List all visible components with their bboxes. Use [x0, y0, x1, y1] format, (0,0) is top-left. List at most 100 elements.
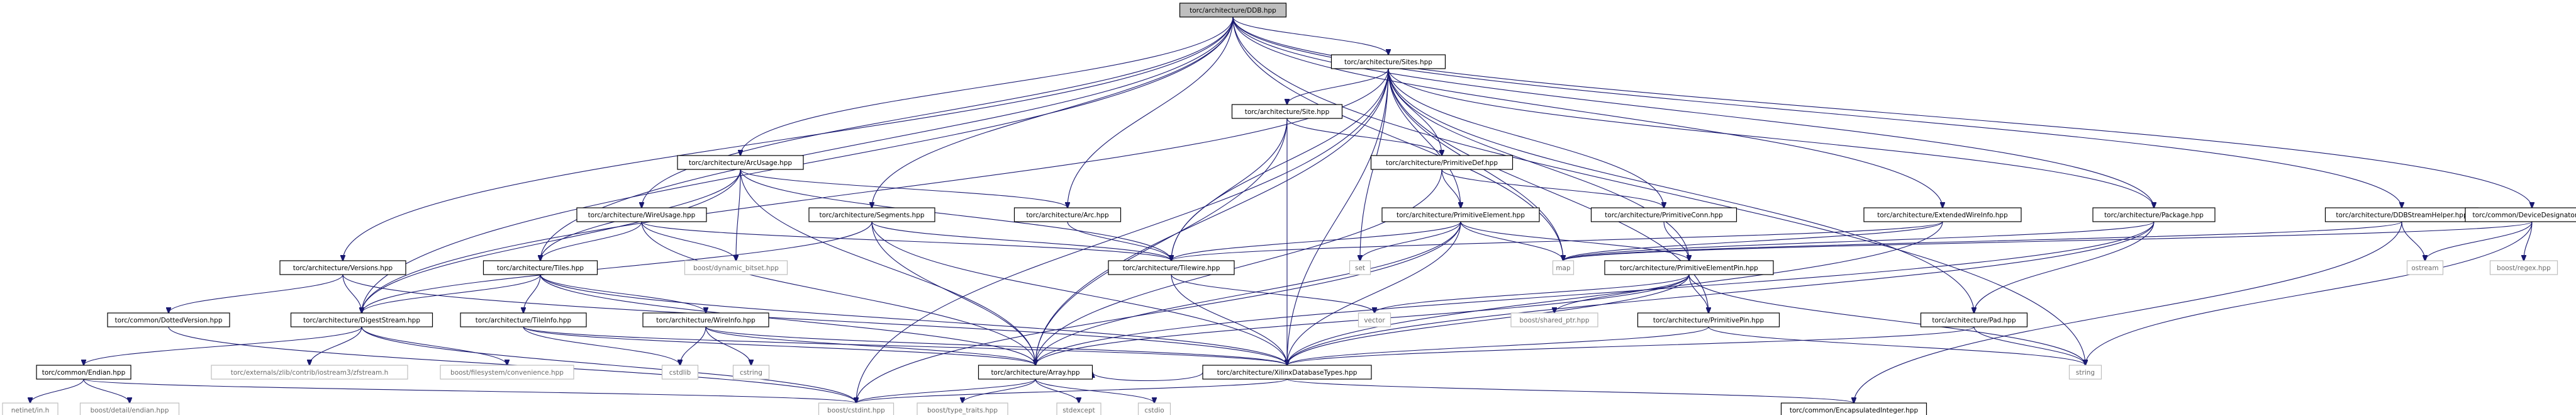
node-site[interactable]: torc/architecture/Site.hpp: [1231, 104, 1343, 119]
edge-devdes-to-map: [1563, 221, 2533, 261]
edge-tileinfo-to-cstdlib: [523, 326, 680, 365]
edge-segments-to-xdbtypes: [871, 221, 1287, 365]
edge-digest-to-cstdint: [361, 326, 856, 403]
node-pad[interactable]: torc/architecture/Pad.hpp: [1920, 312, 2028, 327]
node-extwire[interactable]: torc/architecture/ExtendedWireInfo.hpp: [1863, 207, 2022, 222]
node-wireusage[interactable]: torc/architecture/WireUsage.hpp: [576, 207, 707, 222]
edge-sites-to-primconn: [1388, 68, 1664, 208]
node-box: [1381, 207, 1540, 222]
node-tiles[interactable]: torc/architecture/Tiles.hpp: [482, 260, 598, 275]
node-label: cstring: [740, 369, 762, 377]
node-label: torc/architecture/PrimitiveElement.hpp: [1397, 212, 1525, 219]
edge-primdef-to-primelem: [1441, 169, 1461, 208]
node-box: [107, 312, 230, 327]
edge-tiles-to-wireinfo: [540, 274, 706, 313]
node-label: torc/architecture/PrimitivePin.hpp: [1653, 317, 1765, 324]
node-encint[interactable]: torc/common/EncapsulatedInteger.hpp: [1780, 402, 1927, 415]
node-typetraits: boost/type_traits.hpp: [917, 402, 1008, 415]
node-sites[interactable]: torc/architecture/Sites.hpp: [1330, 54, 1446, 69]
edge-ddb-to-arcusage: [740, 16, 1234, 156]
edge-devdes-to-string: [2085, 221, 2533, 365]
node-versions[interactable]: torc/architecture/Versions.hpp: [279, 260, 406, 275]
node-box: [642, 312, 769, 327]
node-label: cstdio: [1144, 407, 1164, 414]
node-tilewire[interactable]: torc/architecture/Tilewire.hpp: [1108, 260, 1235, 275]
node-primelempin[interactable]: torc/architecture/PrimitiveElementPin.hp…: [1604, 260, 1774, 275]
node-box: [1370, 155, 1514, 170]
node-box: [1590, 207, 1737, 222]
node-box: [1920, 312, 2028, 327]
node-box: [2092, 207, 2216, 222]
edge-tileinfo-to-xdbtypes: [523, 326, 1287, 365]
edge-primelem-to-xdbtypes: [1287, 221, 1461, 365]
node-segments[interactable]: torc/architecture/Segments.hpp: [808, 207, 935, 222]
node-devdes[interactable]: torc/common/DeviceDesignator.hpp: [2465, 207, 2576, 222]
file-nodes: torc/architecture/DDB.hpp torc/architectu…: [2, 3, 2576, 415]
edge-devdes-to-ostream: [2425, 221, 2533, 261]
node-detailendian: boost/detail/endian.hpp: [79, 402, 180, 415]
node-cstdio: cstdio: [1137, 402, 1171, 415]
node-label: ostream: [2411, 264, 2438, 272]
node-package[interactable]: torc/architecture/Package.hpp: [2092, 207, 2216, 222]
edge-primdef-to-array: [1035, 169, 1442, 365]
edge-wireusage-to-dynbitset: [641, 221, 736, 261]
edge-segments-to-array: [871, 221, 1035, 365]
node-wireinfo[interactable]: torc/architecture/WireInfo.hpp: [642, 312, 769, 327]
node-primdef[interactable]: torc/architecture/PrimitiveDef.hpp: [1370, 155, 1514, 170]
edge-pad-to-string: [1973, 326, 2085, 365]
edge-sites-to-primelempin: [1388, 68, 1689, 261]
edge-primelem-to-cstdint: [856, 221, 1461, 403]
edge-endian-to-detailendian: [83, 378, 130, 403]
node-vector: vector: [1358, 312, 1391, 327]
node-label: string: [2076, 369, 2095, 377]
node-xdbtypes[interactable]: torc/architecture/XilinxDatabaseTypes.hp…: [1202, 365, 1372, 380]
edge-array-to-cstdint: [856, 378, 1036, 403]
node-arc[interactable]: torc/architecture/Arc.hpp: [1013, 207, 1122, 222]
edge-wireinfo-to-array: [705, 326, 1035, 365]
node-label: torc/common/EncapsulatedInteger.hpp: [1790, 407, 1919, 414]
edge-xdbtypes-to-cstdint: [856, 378, 1288, 403]
node-ddbstream[interactable]: torc/architecture/DDBStreamHelper.hpp: [2324, 207, 2479, 222]
node-label: boost/dynamic_bitset.hpp: [693, 264, 779, 272]
node-box: [460, 312, 587, 327]
node-primpin[interactable]: torc/architecture/PrimitivePin.hpp: [1637, 312, 1780, 327]
node-box: [1358, 312, 1391, 327]
edge-package-to-array: [1035, 221, 2155, 365]
node-label: torc/architecture/PrimitiveDef.hpp: [1386, 159, 1498, 167]
edge-sites-to-array: [1035, 68, 1389, 365]
edge-wireusage-to-tilewire: [641, 221, 1171, 261]
node-box: [1013, 207, 1122, 222]
edge-primconn-to-primelempin: [1663, 221, 1689, 261]
node-primelem[interactable]: torc/architecture/PrimitiveElement.hpp: [1381, 207, 1540, 222]
node-box: [79, 402, 180, 415]
node-box: [1349, 260, 1371, 275]
edge-primpin-to-xdbtypes: [1287, 326, 1709, 365]
node-tileinfo[interactable]: torc/architecture/TileInfo.hpp: [460, 312, 587, 327]
node-dottedver[interactable]: torc/common/DottedVersion.hpp: [107, 312, 230, 327]
node-box: [1330, 54, 1446, 69]
node-box: [482, 260, 598, 275]
edge-wireinfo-to-cstring: [705, 326, 751, 365]
node-primconn[interactable]: torc/architecture/PrimitiveConn.hpp: [1590, 207, 1737, 222]
node-box: [1604, 260, 1774, 275]
node-arcusage[interactable]: torc/architecture/ArcUsage.hpp: [677, 155, 804, 170]
edge-endian-to-netinet: [30, 378, 84, 403]
node-label: torc/architecture/DDB.hpp: [1190, 7, 1276, 14]
edge-ddbstream-to-encint: [1854, 221, 2402, 403]
node-box: [1637, 312, 1780, 327]
node-digest[interactable]: torc/architecture/DigestStream.hpp: [290, 312, 433, 327]
edge-ddb-to-extwire: [1232, 16, 1943, 208]
edge-arcusage-to-digest: [362, 169, 741, 313]
node-box: [2465, 207, 2576, 222]
node-array[interactable]: torc/architecture/Array.hpp: [978, 365, 1093, 380]
edge-package-to-map: [1563, 221, 2155, 261]
edge-wireusage-to-array: [641, 221, 1035, 365]
node-box: [1552, 260, 1575, 275]
edge-arcusage-to-tilewire: [740, 169, 1171, 261]
node-endian[interactable]: torc/common/Endian.hpp: [36, 365, 131, 380]
node-box: [684, 260, 788, 275]
edge-xdbtypes-to-encint: [1286, 378, 1854, 403]
edge-extwire-to-tilewire: [1171, 221, 1943, 261]
node-label: torc/architecture/ExtendedWireInfo.hpp: [1877, 212, 2008, 219]
